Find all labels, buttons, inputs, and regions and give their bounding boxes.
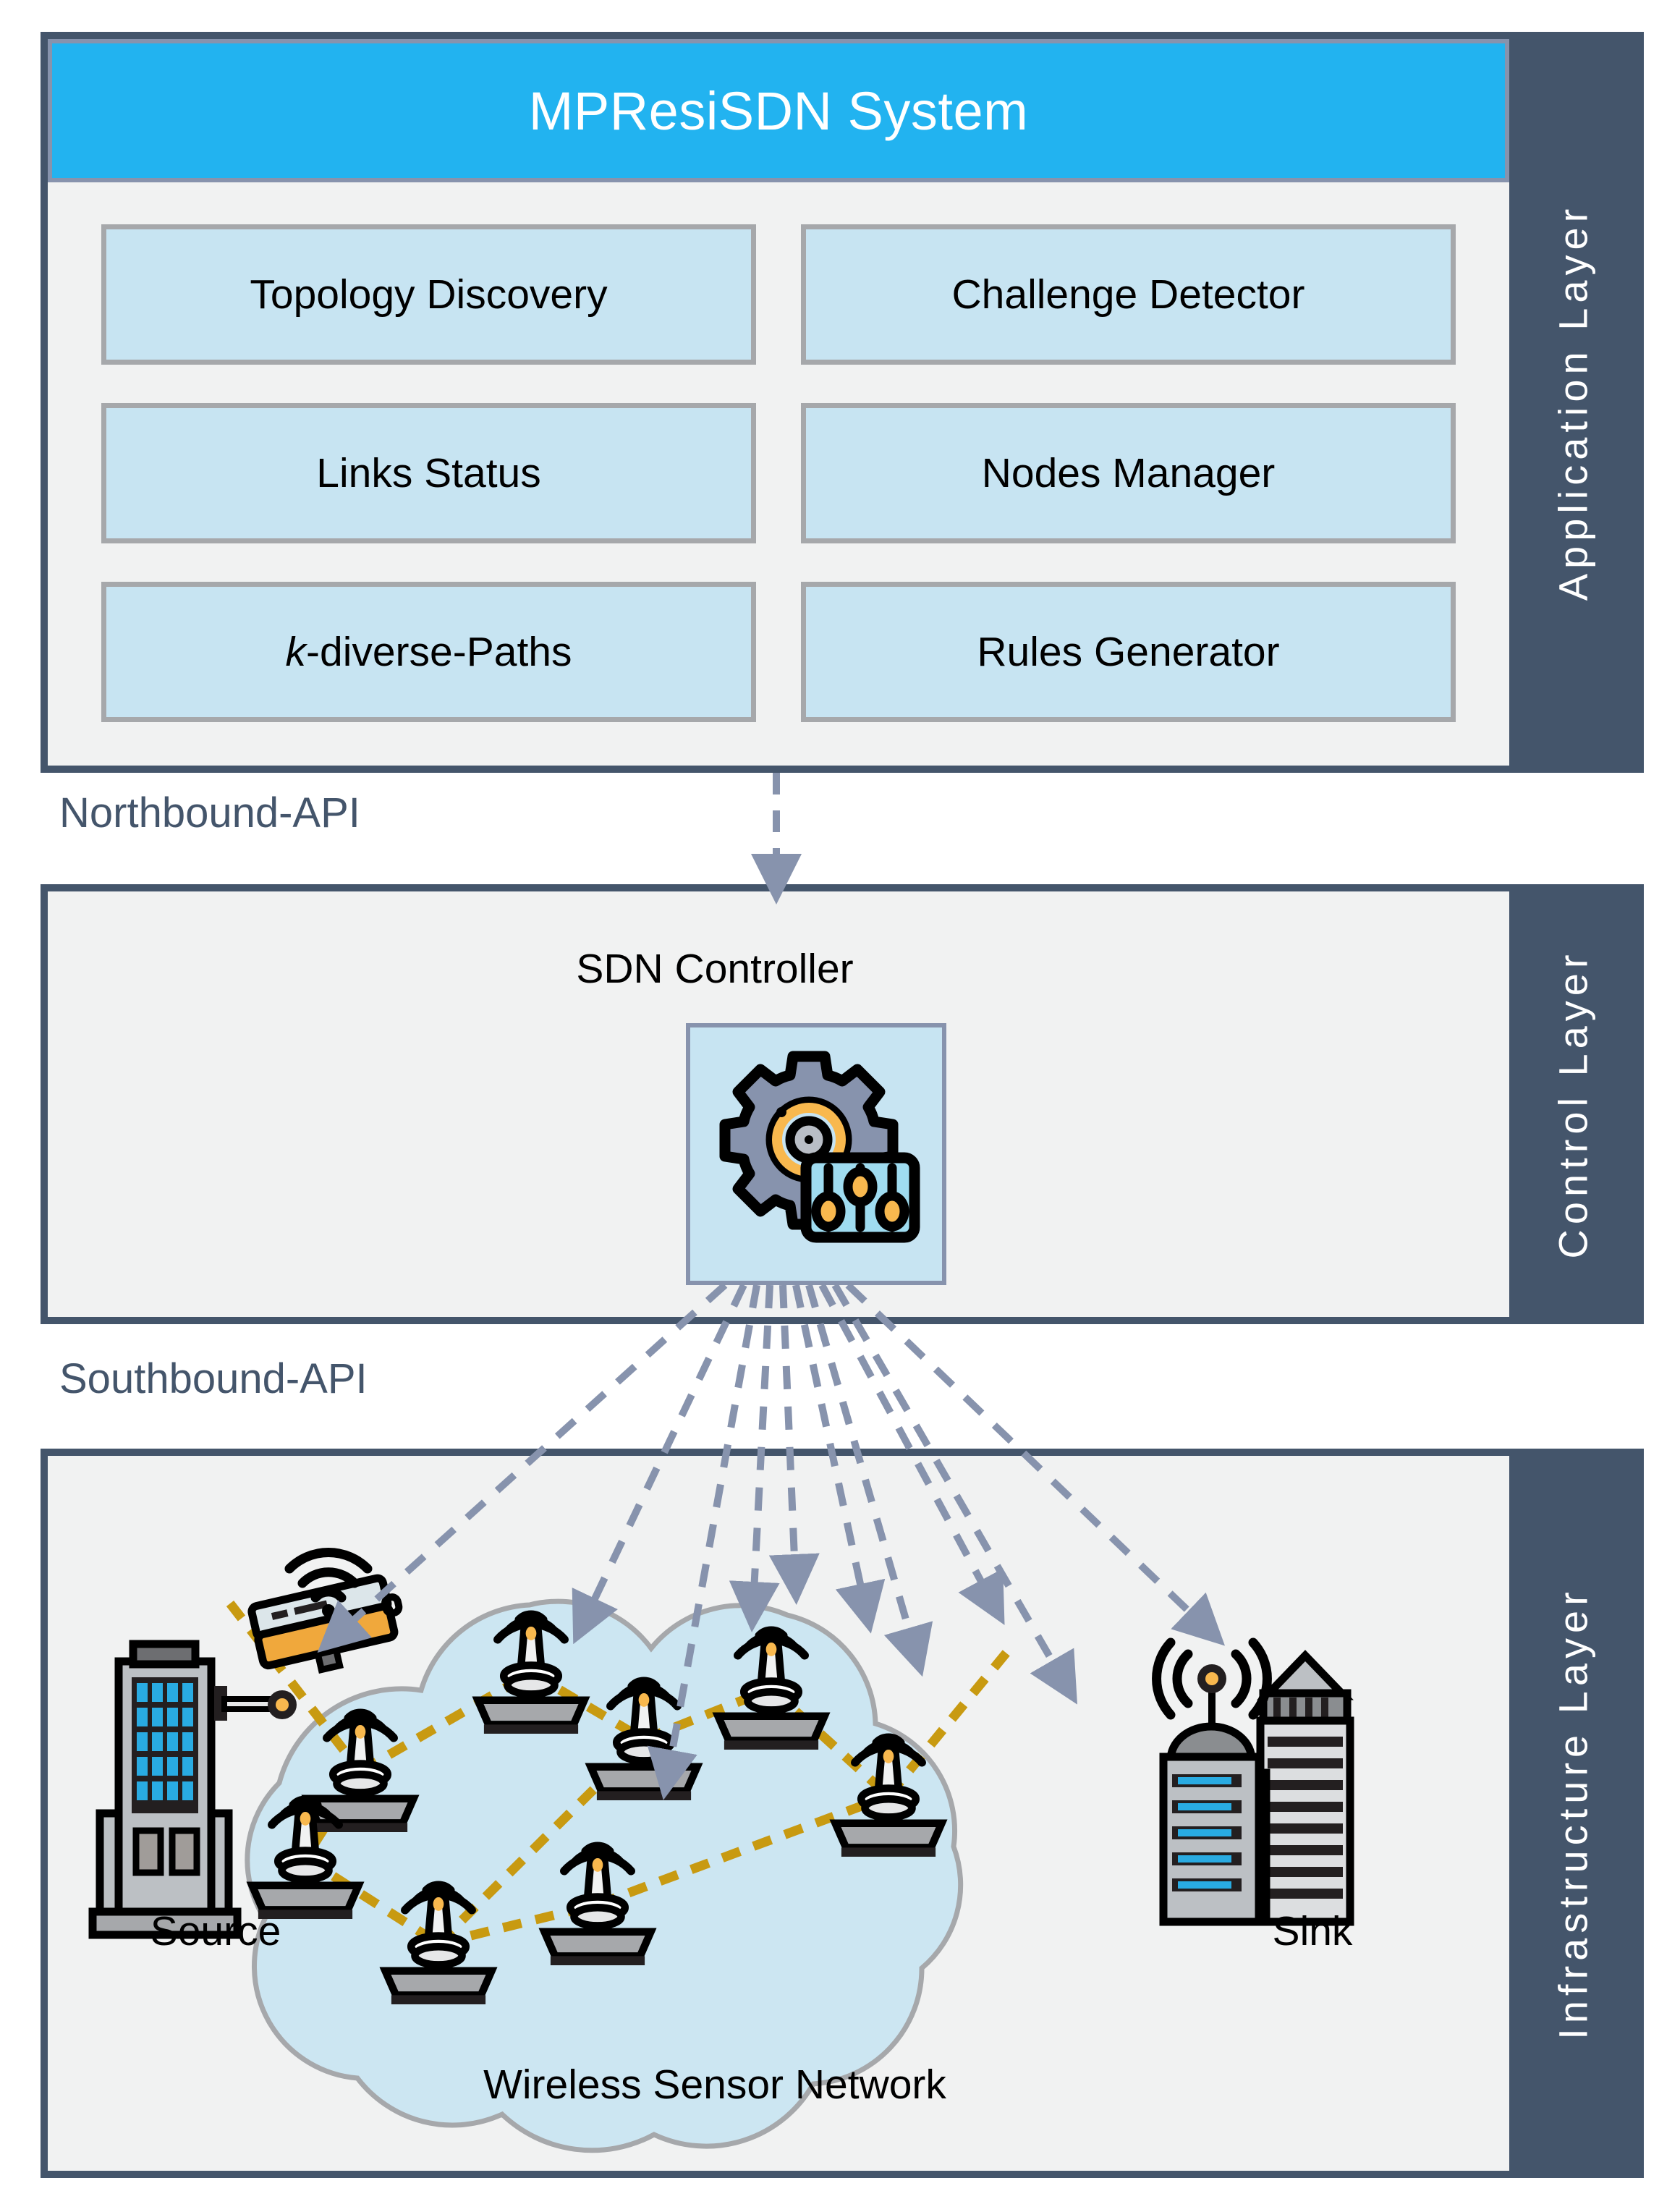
module-label: Challenge Detector — [951, 271, 1305, 318]
northbound-api-label: Northbound-API — [59, 789, 360, 836]
wireless-sensor-network-caption: Wireless Sensor Network — [483, 2061, 946, 2108]
system-header-bar: MPResiSDN System — [48, 39, 1509, 182]
module-label: -diverse-Paths — [306, 629, 572, 675]
sink-icon[interactable] — [1152, 1637, 1354, 1926]
control-layer-body: SDN Controller — [48, 891, 1509, 1317]
sensor-node[interactable] — [379, 1881, 498, 2004]
module-label: Links Status — [316, 450, 541, 496]
module-k-diverse-paths[interactable]: k-diverse-Paths — [101, 582, 756, 722]
southbound-api-label: Southbound-API — [59, 1355, 368, 1402]
sink-label: Sink — [1272, 1908, 1353, 1954]
source-label: Source — [150, 1908, 281, 1954]
module-topology-discovery[interactable]: Topology Discovery — [101, 224, 756, 365]
sensor-node[interactable] — [829, 1733, 948, 1857]
application-layer-tab-label: Application Layer — [1550, 203, 1596, 601]
control-layer-tab: Control Layer — [1509, 891, 1637, 1317]
module-rules-generator[interactable]: Rules Generator — [801, 582, 1456, 722]
infrastructure-layer-body: Source Sink Wireless Sensor Network — [48, 1456, 1509, 2171]
sdn-controller-label: SDN Controller — [576, 946, 854, 992]
sensor-node[interactable] — [246, 1795, 365, 1919]
application-modules-grid: Topology Discovery Challenge Detector Li… — [48, 182, 1509, 766]
infrastructure-layer-panel: Source Sink Wireless Sensor Network Infr… — [41, 1449, 1644, 2178]
application-layer-body: MPResiSDN System Topology Discovery Chal… — [48, 39, 1509, 766]
system-title: MPResiSDN System — [528, 80, 1029, 141]
module-nodes-manager[interactable]: Nodes Manager — [801, 403, 1456, 543]
sensor-nodes — [246, 1610, 948, 2004]
module-label-italic-prefix: k — [285, 629, 307, 675]
module-label: Rules Generator — [977, 629, 1280, 675]
sensor-node[interactable] — [538, 1842, 657, 1965]
application-layer-tab: Application Layer — [1509, 39, 1637, 766]
infrastructure-layer-tab-label: Infrastructure Layer — [1550, 1587, 1596, 2040]
gear-sliders-icon — [719, 1051, 920, 1243]
module-label: Nodes Manager — [981, 450, 1276, 496]
module-label: Topology Discovery — [250, 271, 608, 318]
infrastructure-layer-tab: Infrastructure Layer — [1509, 1456, 1637, 2171]
control-layer-panel: SDN Controller — [41, 884, 1644, 1324]
wireless-sensor-network-scene — [88, 1548, 1354, 2153]
sdn-controller-box[interactable] — [686, 1023, 946, 1285]
application-layer-panel: MPResiSDN System Topology Discovery Chal… — [41, 32, 1644, 773]
control-layer-tab-label: Control Layer — [1550, 949, 1596, 1259]
module-links-status[interactable]: Links Status — [101, 403, 756, 543]
module-challenge-detector[interactable]: Challenge Detector — [801, 224, 1456, 365]
